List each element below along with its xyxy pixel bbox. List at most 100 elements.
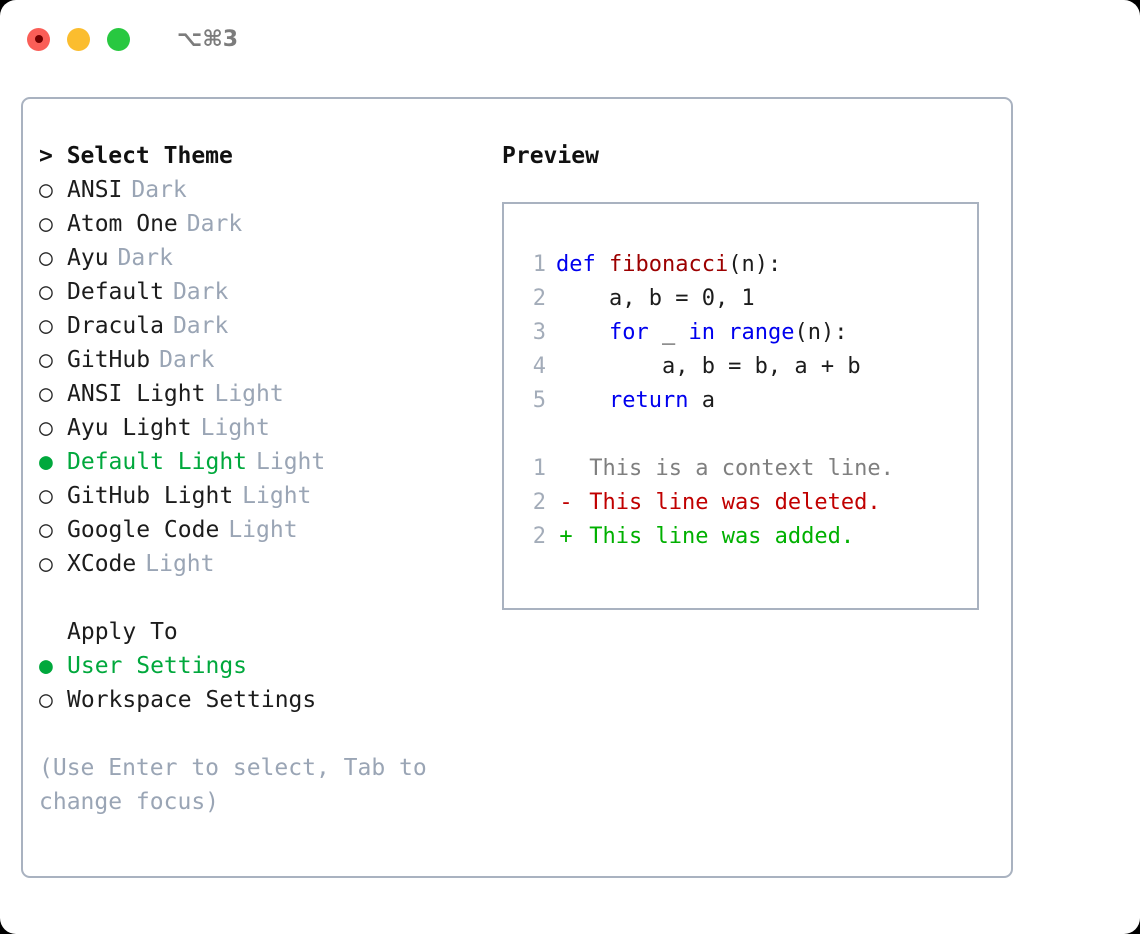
radio-unselected-icon: ○	[39, 415, 53, 441]
theme-option-dracula[interactable]: ○ Dracula Dark	[39, 309, 479, 343]
diff-line-text: This line was deleted.	[576, 490, 881, 515]
code-token	[556, 388, 609, 413]
code-line-number: 1	[532, 252, 546, 277]
radio-unselected-icon: ○	[39, 279, 53, 305]
radio-unselected-icon: ○	[39, 177, 53, 203]
code-line: 2 a, b = 0, 1	[518, 282, 977, 316]
theme-option-label: ANSI	[67, 177, 123, 203]
radio-selected-icon: ●	[39, 653, 53, 679]
code-line: 5 return a	[518, 384, 977, 418]
hint-spacer	[39, 717, 479, 751]
close-window-icon[interactable]	[27, 27, 50, 51]
theme-option-label: Google Code	[67, 517, 220, 543]
code-line-number: 2	[532, 286, 546, 311]
code-line-number: 4	[532, 354, 546, 379]
theme-option-label: Default Light	[67, 449, 248, 475]
apply-to-option-workspace-settings[interactable]: ○Workspace Settings	[39, 683, 479, 717]
code-line: 3 for _ in range(n):	[518, 316, 977, 350]
radio-unselected-icon: ○	[39, 517, 53, 543]
diff-line: 2+ This line was added.	[518, 520, 977, 554]
code-token: (n):	[728, 252, 782, 277]
minimize-window-icon[interactable]	[67, 27, 90, 51]
theme-option-google-code[interactable]: ○ Google Code Light	[39, 513, 479, 547]
code-token: a, b = 0, 1	[556, 286, 755, 311]
apply-to-option-user-settings[interactable]: ●User Settings	[39, 649, 479, 683]
code-token: def	[556, 252, 609, 277]
theme-option-tag: Light	[145, 551, 215, 577]
code-token: in	[688, 320, 715, 345]
code-token: a	[688, 388, 715, 413]
maximize-window-icon[interactable]	[107, 27, 130, 51]
theme-option-tag: Dark	[117, 245, 173, 271]
keyboard-shortcut-label: ⌥⌘3	[177, 26, 239, 52]
diff-marker: -	[559, 490, 573, 515]
theme-option-xcode[interactable]: ○ XCode Light	[39, 547, 479, 581]
theme-option-tag: Dark	[131, 177, 187, 203]
diff-line-number: 1	[532, 456, 546, 481]
theme-option-tag: Dark	[159, 347, 215, 373]
code-line-content: for _ in range(n):	[556, 316, 847, 350]
select-theme-header: > Select Theme	[39, 143, 233, 169]
keyboard-hint-text: (Use Enter to select, Tab to change focu…	[39, 755, 441, 815]
code-line: 4 a, b = b, a + b	[518, 350, 977, 384]
diff-line: 2- This line was deleted.	[518, 486, 977, 520]
theme-option-label: Default	[67, 279, 164, 305]
theme-option-label: GitHub	[67, 347, 151, 373]
radio-unselected-icon: ○	[39, 313, 53, 339]
radio-unselected-icon: ○	[39, 347, 53, 373]
code-token: for	[608, 320, 649, 345]
theme-option-tag: Light	[214, 381, 284, 407]
theme-option-tag: Light	[228, 517, 298, 543]
theme-option-github[interactable]: ○ GitHub Dark	[39, 343, 479, 377]
code-line-number: 3	[532, 320, 546, 345]
theme-option-default[interactable]: ○ Default Dark	[39, 275, 479, 309]
radio-unselected-icon: ○	[39, 381, 53, 407]
diff-line-number: 2	[532, 524, 546, 549]
radio-unselected-icon: ○	[39, 687, 53, 713]
theme-option-label: XCode	[67, 551, 137, 577]
radio-unselected-icon: ○	[39, 551, 53, 577]
diff-line-number: 2	[532, 490, 546, 515]
traffic-light-controls	[27, 27, 130, 51]
code-line-content: a, b = 0, 1	[556, 282, 755, 316]
theme-option-tag: Light	[200, 415, 270, 441]
code-line-content: def fibonacci(n):	[556, 248, 781, 282]
diff-line-text: This is a context line.	[576, 456, 894, 481]
theme-option-label: Ayu Light	[67, 415, 192, 441]
theme-option-ayu-light[interactable]: ○ Ayu Light Light	[39, 411, 479, 445]
preview-title: Preview	[502, 143, 599, 169]
radio-unselected-icon: ○	[39, 211, 53, 237]
diff-line: 1 This is a context line.	[518, 452, 977, 486]
code-token: range	[728, 320, 795, 345]
code-token: _	[648, 320, 689, 345]
diff-line-text: This line was added.	[576, 524, 855, 549]
theme-option-tag: Dark	[172, 279, 229, 305]
list-spacer	[39, 581, 479, 615]
apply-to-header: Apply To	[67, 619, 178, 645]
code-token: (n):	[794, 320, 848, 345]
apply-to-list: ●User Settings○Workspace Settings	[39, 649, 479, 717]
radio-selected-icon: ●	[39, 449, 53, 475]
code-token: a, b = b, a + b	[556, 354, 861, 379]
code-line-content: return a	[556, 384, 715, 418]
code-token	[715, 320, 728, 345]
code-token: return	[608, 388, 689, 413]
theme-option-label: Dracula	[67, 313, 164, 339]
theme-option-tag: Dark	[172, 313, 229, 339]
window-titlebar: ⌥⌘3	[0, 0, 1140, 78]
diff-marker	[556, 452, 576, 486]
code-diff-separator	[518, 418, 977, 452]
code-line: 1 def fibonacci(n):	[518, 248, 977, 282]
theme-option-ansi[interactable]: ○ ANSI Dark	[39, 173, 479, 207]
